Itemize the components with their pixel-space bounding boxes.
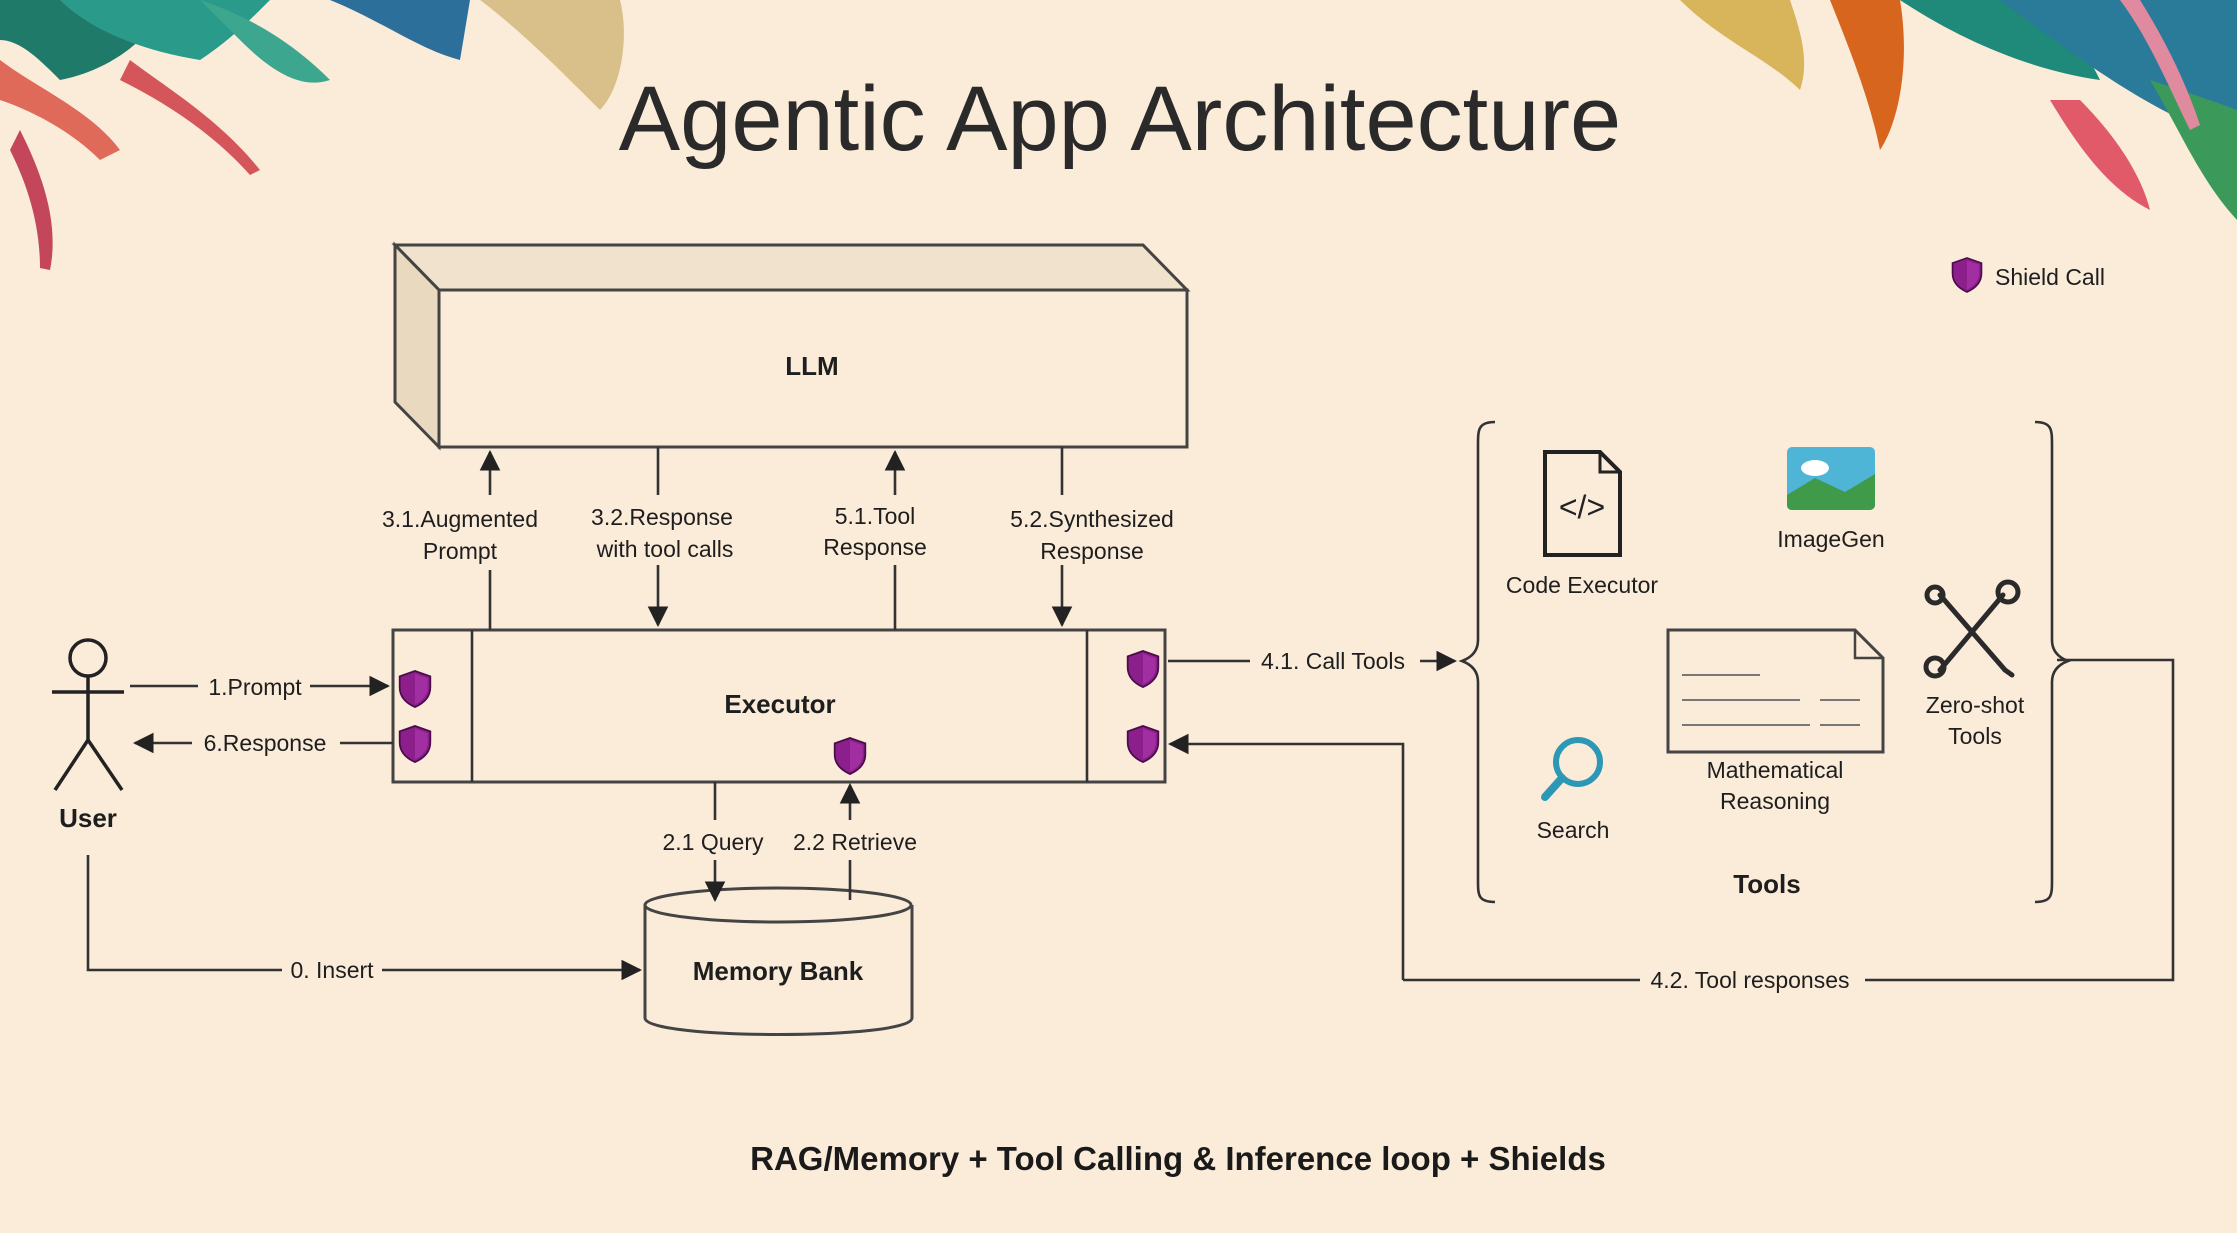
tool-zero-shot-label-2: Tools (1948, 723, 2002, 749)
legend: Shield Call (1951, 257, 2105, 293)
memory-bank: Memory Bank (643, 886, 914, 1036)
edge-synthesized-response-1: 5.2.Synthesized (1010, 506, 1174, 532)
user-label: User (59, 803, 117, 833)
edge-prompt: 1.Prompt (208, 674, 302, 700)
tool-code-executor-label: Code Executor (1506, 572, 1658, 598)
footer-caption: RAG/Memory + Tool Calling & Inference lo… (750, 1140, 1606, 1177)
tools-group: Tools </> Code Executor ImageGen (1458, 420, 2072, 904)
user-executor-edges: 1.Prompt 6.Response (130, 674, 393, 756)
executor-box: Executor (391, 628, 1167, 784)
tool-math-label-1: Mathematical (1707, 757, 1844, 783)
wrench-screwdriver-icon (1923, 579, 2021, 679)
legend-label: Shield Call (1995, 264, 2105, 290)
llm-executor-edges: 3.1.Augmented Prompt 3.2.Response with t… (382, 447, 1174, 630)
zero-shot-tool: Zero-shot Tools (1923, 579, 2025, 749)
edge-retrieve: 2.2 Retrieve (793, 829, 917, 855)
edge-synthesized-response-2: Response (1040, 538, 1144, 564)
tools-title: Tools (1733, 869, 1800, 899)
tool-math-label-2: Reasoning (1720, 788, 1830, 814)
tool-zero-shot-label-1: Zero-shot (1926, 692, 2025, 718)
imagegen-tool: ImageGen (1777, 447, 1885, 552)
edge-augmented-prompt-2: Prompt (423, 538, 498, 564)
code-file-icon (1543, 450, 1622, 557)
search-tool: Search (1537, 737, 1610, 843)
memory-bank-label: Memory Bank (693, 956, 864, 986)
executor-memory-edges: 2.1 Query 2.2 Retrieve (663, 782, 917, 903)
edge-response-tool-calls-1: 3.2.Response (591, 504, 733, 530)
decorative-foliage-left (0, 0, 624, 270)
edge-tool-response-1: 5.1.Tool (835, 503, 916, 529)
user-actor: User (52, 638, 124, 833)
edge-response-tool-calls-2: with tool calls (596, 536, 734, 562)
executor-tools-edges: 4.1. Call Tools 4.2. Tool responses (1167, 648, 2175, 993)
decorative-foliage-right (1680, 0, 2237, 220)
llm-label: LLM (785, 351, 838, 381)
user-memory-edge: 0. Insert (86, 855, 643, 983)
search-icon (1541, 737, 1603, 801)
edge-query: 2.1 Query (663, 829, 764, 855)
math-reasoning-tool: Mathematical Reasoning (1666, 628, 1885, 814)
edge-augmented-prompt-1: 3.1.Augmented (382, 506, 538, 532)
tool-search-label: Search (1537, 817, 1610, 843)
svg-text:</>: </> (1559, 489, 1605, 525)
code-executor-tool: </> Code Executor (1506, 450, 1658, 598)
executor-label: Executor (724, 689, 835, 719)
edge-insert: 0. Insert (290, 957, 374, 983)
edge-tool-responses: 4.2. Tool responses (1650, 967, 1849, 993)
edge-response: 6.Response (204, 730, 327, 756)
edge-tool-response-2: Response (823, 534, 927, 560)
tool-imagegen-label: ImageGen (1777, 526, 1884, 552)
page-title: Agentic App Architecture (619, 68, 1621, 170)
math-doc-icon (1666, 628, 1885, 754)
edge-call-tools: 4.1. Call Tools (1261, 648, 1405, 674)
llm-box: LLM (391, 241, 1191, 451)
shield-icon (1951, 257, 1983, 293)
